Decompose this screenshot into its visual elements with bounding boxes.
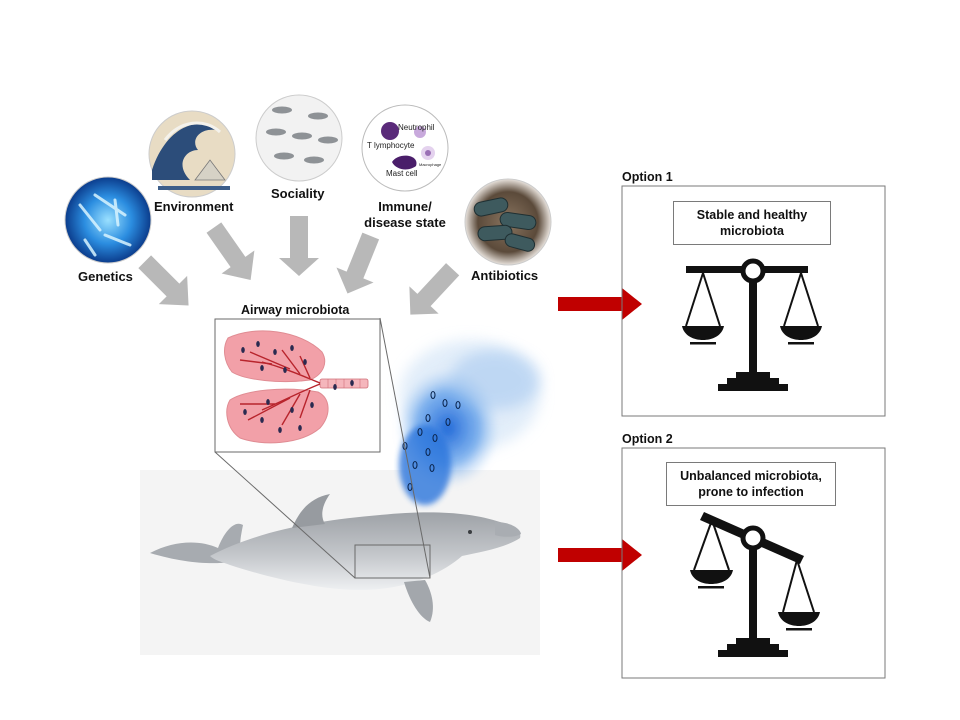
mast-cell-label: Mast cell: [386, 169, 418, 178]
antibiotics-arrow: [409, 263, 460, 315]
environment-label: Environment: [154, 199, 234, 214]
immune-label: Immune/ disease state: [356, 199, 454, 231]
option1-panel: [621, 185, 886, 417]
genetics-label: Genetics: [78, 269, 133, 284]
lungs-illustration: [224, 330, 369, 444]
neutrophil-label: Neutrophil: [398, 123, 435, 132]
immune-arrow: [336, 232, 380, 294]
airway-microbiota-label: Airway microbiota: [241, 303, 350, 317]
sociality-label: Sociality: [271, 186, 325, 201]
environment-image: [148, 110, 236, 198]
option2-title: Option 2: [622, 432, 673, 446]
option2-status-line2: prone to infection: [698, 485, 804, 499]
option2-status-line1: Unbalanced microbiota,: [680, 469, 822, 483]
option2-status: Unbalanced microbiota, prone to infectio…: [666, 462, 836, 506]
sociality-image: [255, 94, 343, 182]
outcome-arrows: [558, 288, 642, 571]
antibiotics-image: [464, 178, 552, 266]
factor-arrows: [138, 216, 460, 315]
blow-spray: [396, 340, 540, 505]
bacteria-in-lungs: [241, 341, 354, 433]
zoom-indicator: [214, 317, 431, 579]
unbalanced-scale-icon: [690, 512, 820, 657]
option2-arrow: [558, 539, 642, 571]
macrophage-label: Macrophage: [419, 162, 442, 167]
environment-arrow: [206, 222, 255, 281]
genetics-arrow: [138, 255, 189, 306]
t-lymphocyte-label: T lymphocyte: [367, 141, 415, 150]
immune-cells-image: [361, 104, 449, 192]
antibiotics-label: Antibiotics: [471, 268, 539, 283]
option1-title: Option 1: [622, 170, 673, 184]
immune-label-line2: disease state: [364, 215, 446, 230]
genetics-image: [64, 176, 152, 264]
dolphin: [150, 494, 521, 622]
bacteria-in-spray: [402, 390, 461, 492]
balanced-scale-icon: [682, 258, 822, 391]
sociality-arrow: [279, 216, 319, 276]
immune-label-line1: Immune/: [378, 199, 432, 214]
option2-panel: [621, 447, 886, 679]
option1-status-line1: Stable and healthy: [696, 208, 808, 222]
option1-status-line2: microbiota: [720, 224, 784, 238]
option1-arrow: [558, 288, 642, 320]
option1-status: Stable and healthy microbiota: [673, 201, 831, 245]
